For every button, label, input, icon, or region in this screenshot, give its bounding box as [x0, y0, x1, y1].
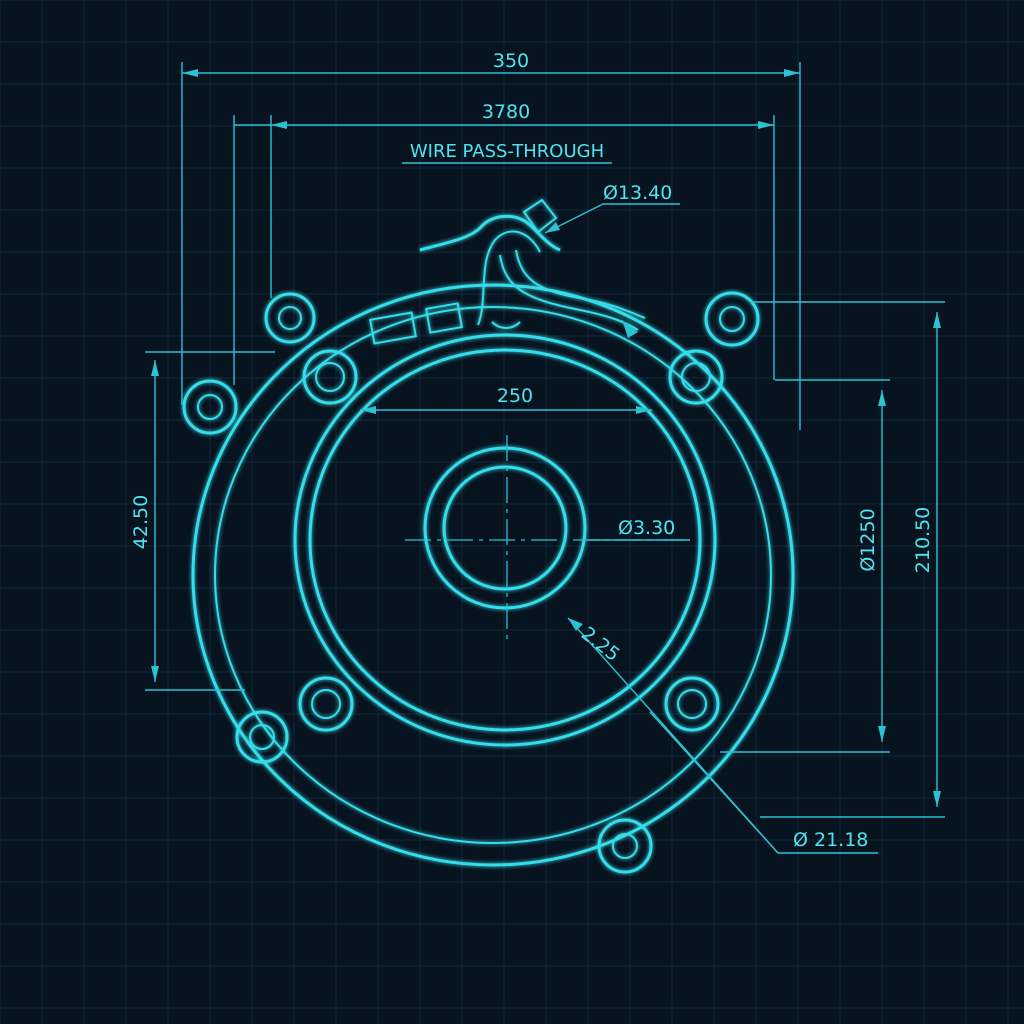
wire-boss-pocket: [491, 321, 521, 329]
wire-terminal: [522, 198, 558, 234]
dimension-lines: [145, 62, 945, 854]
dim-bore-width: 250: [497, 385, 533, 407]
mounting-lug-top-right: [704, 291, 760, 347]
bolt-hole-top-left: [302, 349, 358, 405]
dim-inner-width: 3780: [482, 101, 530, 123]
dim-left-height: 42.50: [130, 495, 152, 549]
bore-outer-ring: [293, 333, 717, 747]
dim-wire-hole: Ø13.40: [603, 182, 672, 204]
mounting-lug-top-left: [264, 292, 316, 344]
bolt-hole-top-right: [668, 349, 724, 405]
flange-outer-ring: [191, 283, 795, 867]
dim-overall-width: 350: [493, 50, 529, 72]
dim-flange-diameter: Ø 21.18: [793, 829, 868, 851]
dim-right-diameter: Ø1250: [857, 508, 879, 571]
bolt-hole-bottom-right: [664, 676, 720, 732]
hub-outer: [423, 446, 587, 610]
mounting-lug-left: [182, 379, 238, 435]
bore-inner-ring: [308, 348, 702, 732]
dim-right-height: 210.50: [912, 507, 934, 573]
wire-boss-outline: [419, 214, 561, 252]
flange-second-ring: [214, 306, 772, 844]
center-lines: [405, 435, 690, 645]
wire-boss-inner: [477, 230, 541, 326]
flange-part: [182, 198, 795, 874]
dim-hub-diameter: Ø3.30: [618, 517, 675, 539]
mounting-lug-bottom: [597, 818, 653, 874]
connector-block-1: [369, 311, 417, 345]
hub-inner: [442, 465, 568, 591]
connector-block-2: [425, 302, 463, 334]
wire-pass-through-note: WIRE PASS-THROUGH: [410, 141, 604, 162]
bolt-hole-bottom-left: [298, 676, 354, 732]
dimension-arrows: [151, 69, 941, 807]
mounting-lug-bottom-left: [235, 710, 289, 764]
wire-channel-2: [515, 249, 646, 319]
